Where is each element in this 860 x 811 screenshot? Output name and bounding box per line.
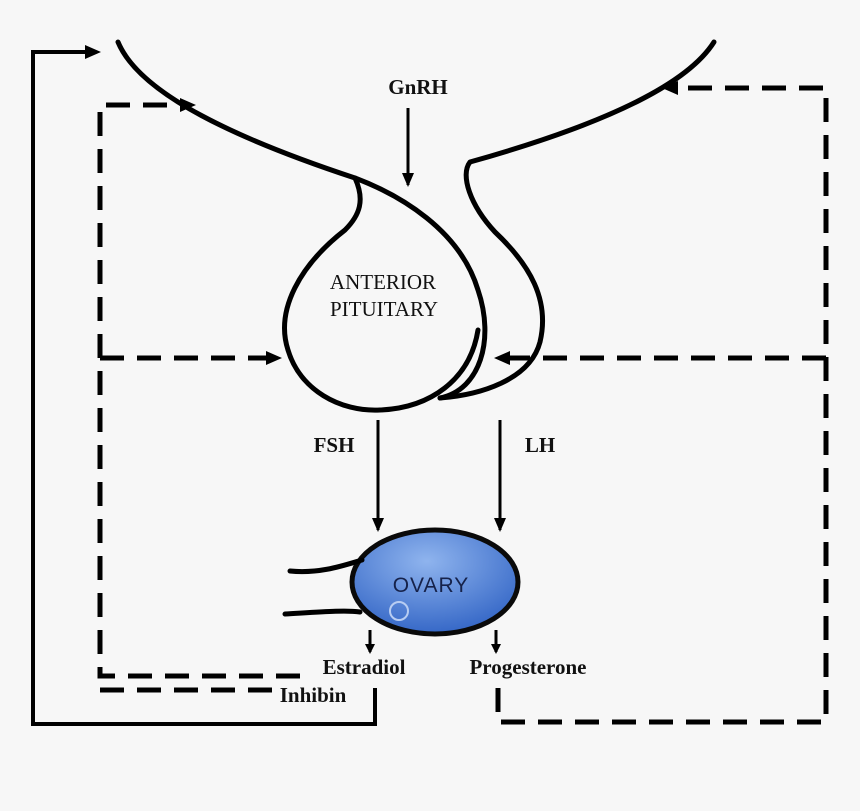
estradiol-pituitary-arrowhead (266, 351, 282, 365)
ovary-upper-ligament (287, 557, 365, 575)
estradiol-dashed-feedback-line (97, 102, 300, 679)
lh-label: LH (525, 433, 555, 457)
hypothalamus-right-contour (437, 39, 717, 401)
estradiol-label: Estradiol (323, 655, 406, 679)
ovary-shape (349, 527, 521, 637)
inhibin-solid-feedback-arrowhead (85, 45, 101, 59)
progesterone-dashed-feedback-line (495, 85, 829, 725)
anterior-pituitary-label-line1: ANTERIOR (330, 270, 436, 294)
progesterone-hypothalamus-arrowhead (662, 81, 678, 95)
ovary-follicle-icon (389, 601, 409, 621)
anterior-pituitary-outline (282, 175, 481, 413)
anterior-pituitary-label-line2: PITUITARY (330, 297, 438, 321)
inhibin-label: Inhibin (280, 683, 347, 707)
estradiol-hypothalamus-arrowhead (180, 98, 196, 112)
progesterone-label: Progesterone (469, 655, 586, 679)
ovary-lower-ligament (282, 608, 363, 617)
gnrh-label: GnRH (388, 75, 448, 99)
progesterone-pituitary-arrowhead (494, 351, 510, 365)
inhibin-solid-feedback-line (31, 50, 377, 726)
ovary-label: OVARY (393, 574, 470, 597)
fsh-label: FSH (314, 433, 355, 457)
